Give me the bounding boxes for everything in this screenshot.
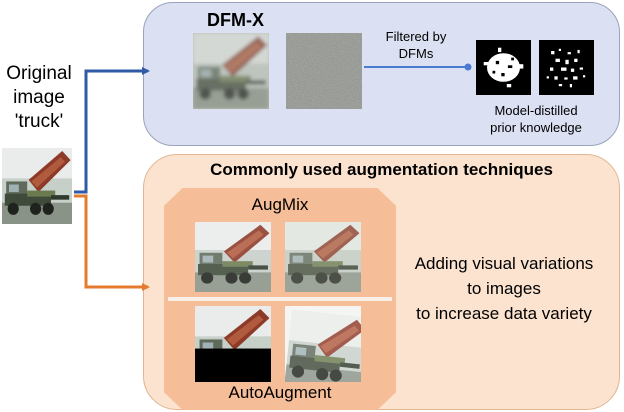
original-label-line: image: [13, 87, 65, 108]
dfm-mask-image-2: [539, 40, 594, 95]
description-line: to images: [467, 279, 541, 298]
original-image-label: Original image 'truck': [0, 62, 78, 134]
augmentation-divider: [168, 297, 392, 301]
augmix-image-2: [285, 222, 361, 292]
autoaugment-label: AutoAugment: [228, 383, 332, 402]
augmentation-title: Commonly used augmentation techniques: [210, 160, 553, 179]
augmentation-description: Adding visual variations to images to in…: [398, 251, 610, 326]
augmix-label: AugMix: [251, 195, 309, 214]
filtered-by-dfms-label: Filtered by DFMs: [374, 28, 458, 62]
dfm-x-title: DFM-X: [207, 10, 264, 30]
original-label-line: 'truck': [14, 111, 64, 132]
dfm-sample-image: [193, 33, 269, 109]
autoaugment-image-2: [285, 306, 361, 382]
original-label-line: Original: [6, 63, 72, 84]
arrow-to-dfm: [74, 67, 150, 194]
prior-label-line: Model-distilled: [494, 103, 578, 118]
filter-label-line: DFMs: [398, 46, 434, 61]
prior-label-line: prior knowledge: [490, 120, 582, 135]
description-line: Adding visual variations: [414, 254, 594, 273]
filter-label-line: Filtered by: [385, 29, 447, 44]
filter-arrow-dot: [464, 63, 472, 71]
dfm-noise-image: [286, 33, 362, 109]
prior-knowledge-label: Model-distilled prior knowledge: [470, 102, 602, 136]
arrow-to-augmentation: [74, 194, 150, 291]
dfm-mask-image-1: [476, 40, 531, 95]
augmix-image-1: [195, 222, 271, 292]
autoaugment-image-1: [195, 306, 271, 382]
description-line: to increase data variety: [416, 304, 592, 323]
